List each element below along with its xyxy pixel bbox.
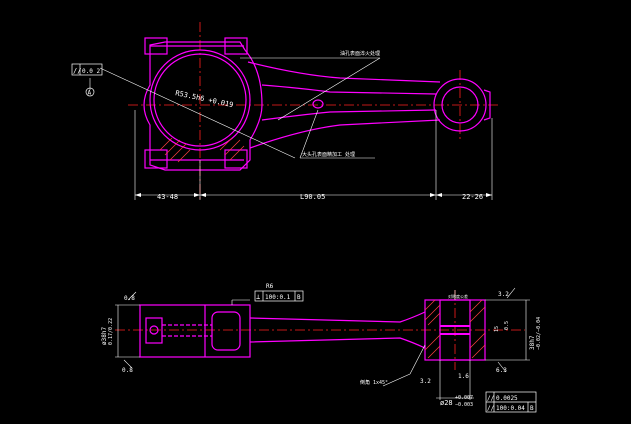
bottom-view-plan: R6 ⊥ 100:0.1 B // 0.0025 // 100:0.04 B ø… — [101, 283, 542, 413]
top-frame-datum: A — [88, 90, 92, 97]
bore-small-tol-top: +0.007 — [455, 395, 473, 401]
top-dimension-arrows — [135, 193, 492, 197]
big-end-plan — [139, 304, 251, 358]
bottom-dimension-lines — [115, 287, 530, 400]
dim-left-tol: 0.17/0.22 — [108, 318, 114, 345]
frame-top-datum: B — [297, 294, 301, 301]
shank-plan — [249, 311, 426, 349]
roughness-small-end: 1.6 — [458, 373, 469, 380]
frame-top-symbol: ⊥ — [256, 293, 260, 301]
bottom-frame-top: R6 ⊥ 100:0.1 B — [254, 283, 304, 302]
roughness-center: 3.2 — [420, 378, 431, 385]
roughness-right-top: 3.2 — [498, 291, 509, 298]
dim-left-height: ø38h7 — [101, 327, 108, 345]
small-end-hatch — [424, 299, 486, 359]
dim-right-tol: −0.02/−0.04 — [536, 317, 542, 350]
callout-oil-hole: 油孔表面淬火处理 — [340, 50, 380, 57]
frame-top-value: 100:0.1 — [265, 294, 291, 301]
frame-bottom-value-1: 0.0025 — [496, 395, 518, 402]
small-end — [433, 78, 491, 132]
datum-circle — [85, 87, 95, 97]
small-end-label: 对称度公差 — [448, 293, 468, 299]
big-end-cap-hatch — [159, 137, 245, 163]
chamfer-label: 倒角 1x45° — [360, 379, 388, 386]
frame-top-label: R6 — [266, 283, 274, 290]
callout-big-end: 大头孔表面精加工 处理 — [302, 151, 355, 158]
top-tolerance-frame: // 0.0 2 A — [71, 63, 103, 97]
bore-small-tol-bottom: −0.003 — [455, 402, 473, 408]
dim-small-inner: 0.5 — [504, 321, 510, 330]
bottom-frame-bottom: // 0.0025 // 100:0.04 B — [485, 391, 537, 413]
dim-small-width: 15 — [494, 326, 500, 332]
roughness-right-bottom: 6.3 — [496, 367, 507, 374]
bore-small-dia: ø28 — [440, 399, 453, 407]
frame-bottom-value-2: 100:0.04 — [496, 405, 525, 412]
frame-bottom-symbol-1: // — [487, 395, 495, 402]
top-frame-value: 0.0 2 — [82, 68, 100, 75]
roughness-top-left: 0.8 — [124, 295, 135, 302]
dim-right: 22-26 — [462, 193, 483, 201]
dim-center: L90.05 — [300, 193, 325, 201]
rod-shank — [247, 61, 441, 149]
top-frame-symbol: // — [73, 67, 81, 75]
roughness-bottom-left: 0.8 — [122, 367, 133, 374]
frame-bottom-datum: B — [530, 405, 534, 412]
dim-right-height: 38h7 — [529, 335, 536, 350]
dim-left: 43-48 — [157, 193, 178, 201]
frame-bottom-symbol-2: // — [487, 405, 495, 412]
